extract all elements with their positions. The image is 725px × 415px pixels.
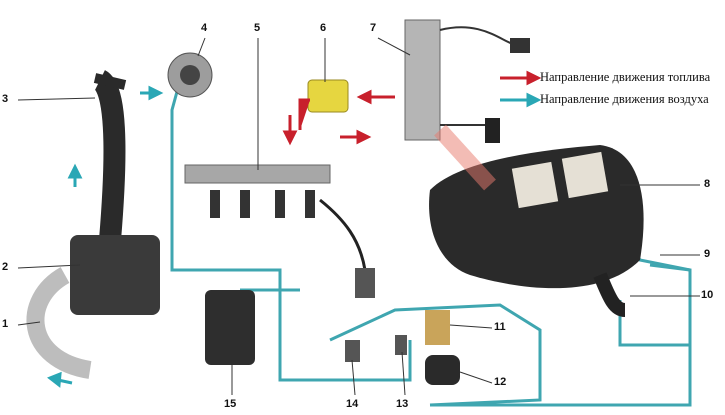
injectors bbox=[210, 190, 315, 218]
purge-valve bbox=[345, 340, 360, 362]
filler-neck bbox=[593, 272, 626, 317]
fuel-pump-module bbox=[404, 19, 441, 141]
legend-air-label: Направление движения воздуха bbox=[540, 92, 709, 106]
air-flow-arrows bbox=[47, 85, 542, 388]
fuel-flow-arrows bbox=[282, 70, 542, 146]
callout-10: 10 bbox=[701, 289, 714, 301]
gravity-valve bbox=[425, 355, 460, 385]
callout-2: 2 bbox=[2, 261, 9, 273]
callout-leaders bbox=[17, 37, 700, 396]
injector-connector bbox=[355, 268, 375, 298]
callout-6: 6 bbox=[320, 22, 327, 34]
air-filter bbox=[70, 235, 160, 315]
intake-hose bbox=[92, 70, 126, 241]
intake-hose-end bbox=[93, 73, 127, 90]
fuel-filter bbox=[307, 79, 349, 113]
callout-9: 9 bbox=[704, 248, 711, 260]
callout-11: 11 bbox=[494, 321, 506, 333]
check-valve bbox=[395, 335, 407, 355]
adsorber-canister bbox=[205, 290, 255, 365]
callout-13: 13 bbox=[396, 398, 409, 410]
callout-8: 8 bbox=[704, 178, 711, 190]
callout-14: 14 bbox=[346, 398, 359, 410]
callout-5: 5 bbox=[254, 22, 261, 34]
callout-4: 4 bbox=[201, 22, 208, 34]
callout-7: 7 bbox=[370, 22, 377, 34]
legend-fuel-label: Направление движения топлива bbox=[540, 70, 711, 84]
separator-valve bbox=[425, 310, 450, 345]
callout-12: 12 bbox=[494, 376, 507, 388]
intake-pipe bbox=[26, 267, 92, 379]
callout-3: 3 bbox=[2, 93, 9, 105]
callout-1: 1 bbox=[2, 318, 9, 330]
callout-15: 15 bbox=[224, 398, 237, 410]
